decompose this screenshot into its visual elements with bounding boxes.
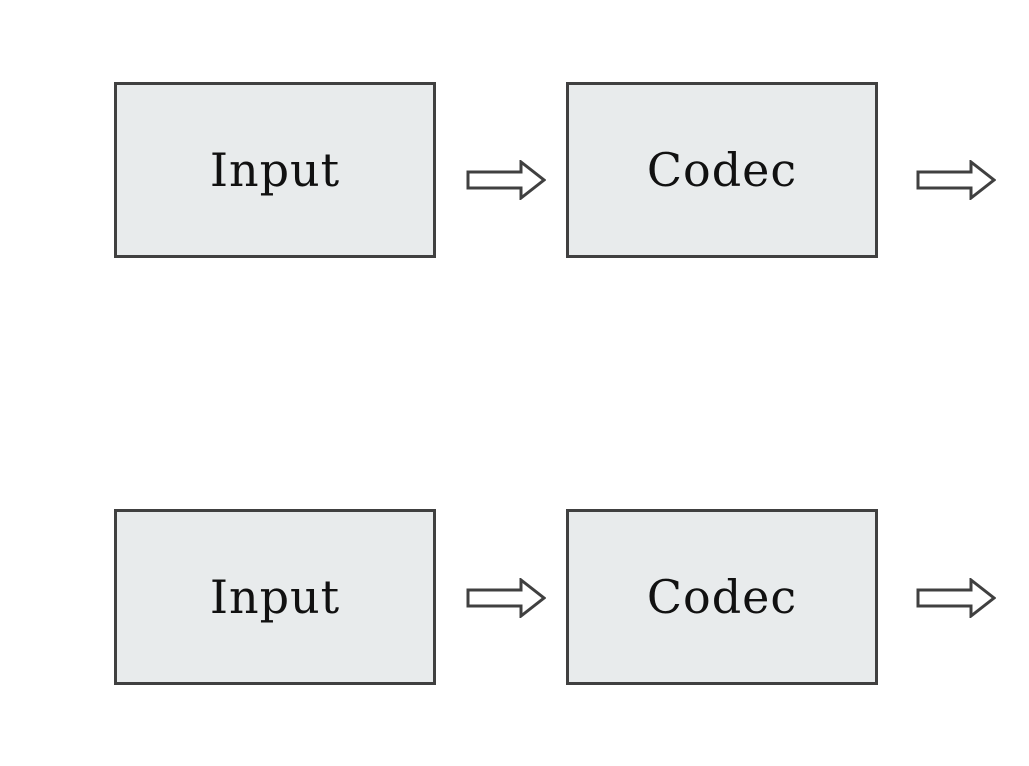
input-label: Input bbox=[209, 570, 341, 624]
input-box-row-1: Input bbox=[114, 82, 436, 258]
input-box-row-2: Input bbox=[114, 509, 436, 685]
codec-box-row-2: Codec bbox=[566, 509, 878, 685]
right-hollow-arrow-icon bbox=[466, 160, 546, 200]
right-hollow-arrow-icon bbox=[466, 578, 546, 618]
codec-label: Codec bbox=[646, 143, 798, 197]
codec-label: Codec bbox=[646, 570, 798, 624]
right-hollow-arrow-icon bbox=[916, 160, 996, 200]
codec-box-row-1: Codec bbox=[566, 82, 878, 258]
right-hollow-arrow-icon bbox=[916, 578, 996, 618]
input-label: Input bbox=[209, 143, 341, 197]
